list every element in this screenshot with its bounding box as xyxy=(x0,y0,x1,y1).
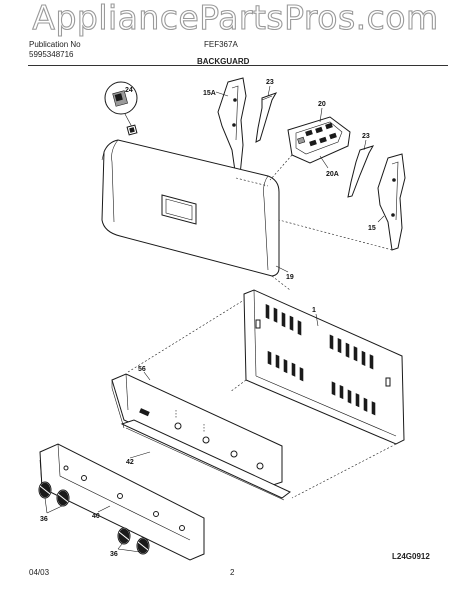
section-title: BACKGUARD xyxy=(197,57,250,66)
part-20-control-board[interactable] xyxy=(287,116,351,164)
part-40-control-panel[interactable] xyxy=(39,443,205,561)
model-number: FEF367A xyxy=(204,40,238,49)
part-23-clip-left[interactable] xyxy=(255,92,278,143)
part-15-right-bracket[interactable] xyxy=(377,153,406,251)
publication-number: 5995348716 xyxy=(29,50,74,59)
footer-drawing-code: L24G0912 xyxy=(392,552,430,561)
callout-24: 24 xyxy=(125,87,133,94)
callout-20: 20 xyxy=(318,101,326,108)
header-rule xyxy=(28,65,448,66)
callout-56: 56 xyxy=(138,366,146,373)
part-1-rear-panel[interactable] xyxy=(243,289,405,445)
alignment-leaders xyxy=(235,154,393,291)
callout-23-left: 23 xyxy=(266,79,274,86)
callout-1: 1 xyxy=(312,307,316,314)
callout-42: 42 xyxy=(126,459,134,466)
part-23-clip-right[interactable] xyxy=(347,145,375,198)
callout-15a: 15A xyxy=(203,90,216,97)
callout-40: 40 xyxy=(92,513,100,520)
part-15a-left-bracket[interactable] xyxy=(217,77,247,179)
footer-page: 2 xyxy=(230,568,235,577)
callout-19: 19 xyxy=(286,274,294,281)
callout-15: 15 xyxy=(368,225,376,232)
footer-date: 04/03 xyxy=(29,568,50,577)
part-36-knobs-left[interactable] xyxy=(38,481,70,507)
part-56-manifold-bracket[interactable] xyxy=(111,373,283,487)
part-42-trim-strip[interactable] xyxy=(120,419,291,501)
callout-36-right: 36 xyxy=(110,551,118,558)
publication-label: Publication No xyxy=(29,40,81,49)
callout-leaders xyxy=(44,85,385,553)
callout-36-left: 36 xyxy=(40,516,48,523)
vent-slots-lower xyxy=(267,350,376,416)
rear-panel-leaders xyxy=(127,299,397,499)
vent-slots-upper xyxy=(265,303,374,370)
callout-23-right: 23 xyxy=(362,133,370,140)
part-19-backguard-panel[interactable] xyxy=(101,139,280,277)
part-36-knobs-right[interactable] xyxy=(117,527,150,555)
part-24-switch[interactable] xyxy=(104,81,138,136)
watermark: AppliancePartsPros.com xyxy=(32,0,439,38)
callout-20a: 20A xyxy=(326,171,339,178)
